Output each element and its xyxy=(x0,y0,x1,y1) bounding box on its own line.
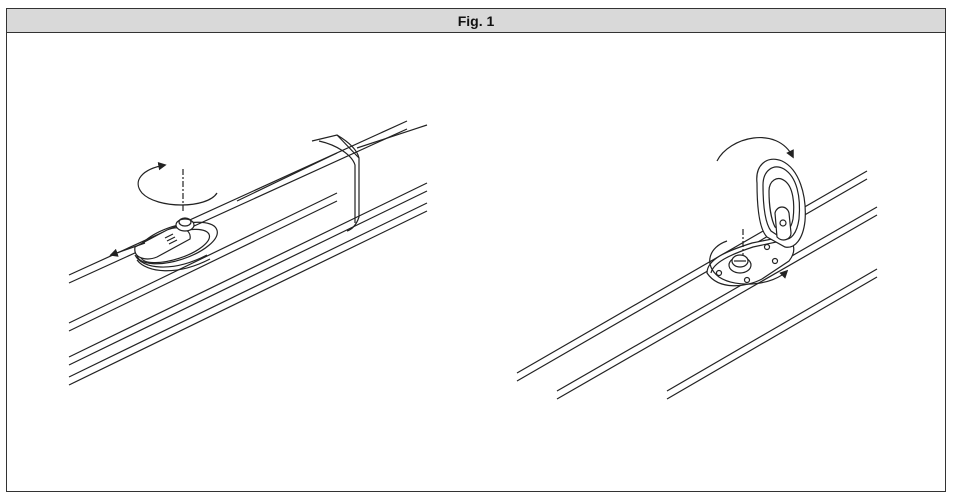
rail-sleeve xyxy=(311,134,360,232)
pull-arrow xyxy=(109,242,146,257)
swing-arrow xyxy=(716,137,794,162)
left-illustration xyxy=(68,120,428,386)
open-clip xyxy=(756,158,806,248)
figure-frame: Fig. 1 xyxy=(6,8,946,492)
base-rotation-arrow xyxy=(709,240,789,285)
rotation-arrow xyxy=(137,162,218,206)
figure-header: Fig. 1 xyxy=(7,9,945,33)
closed-clip xyxy=(134,217,218,272)
right-illustration xyxy=(516,137,878,400)
technical-illustration xyxy=(68,120,878,400)
figure-title: Fig. 1 xyxy=(457,12,495,29)
figure-drawing xyxy=(7,33,945,491)
